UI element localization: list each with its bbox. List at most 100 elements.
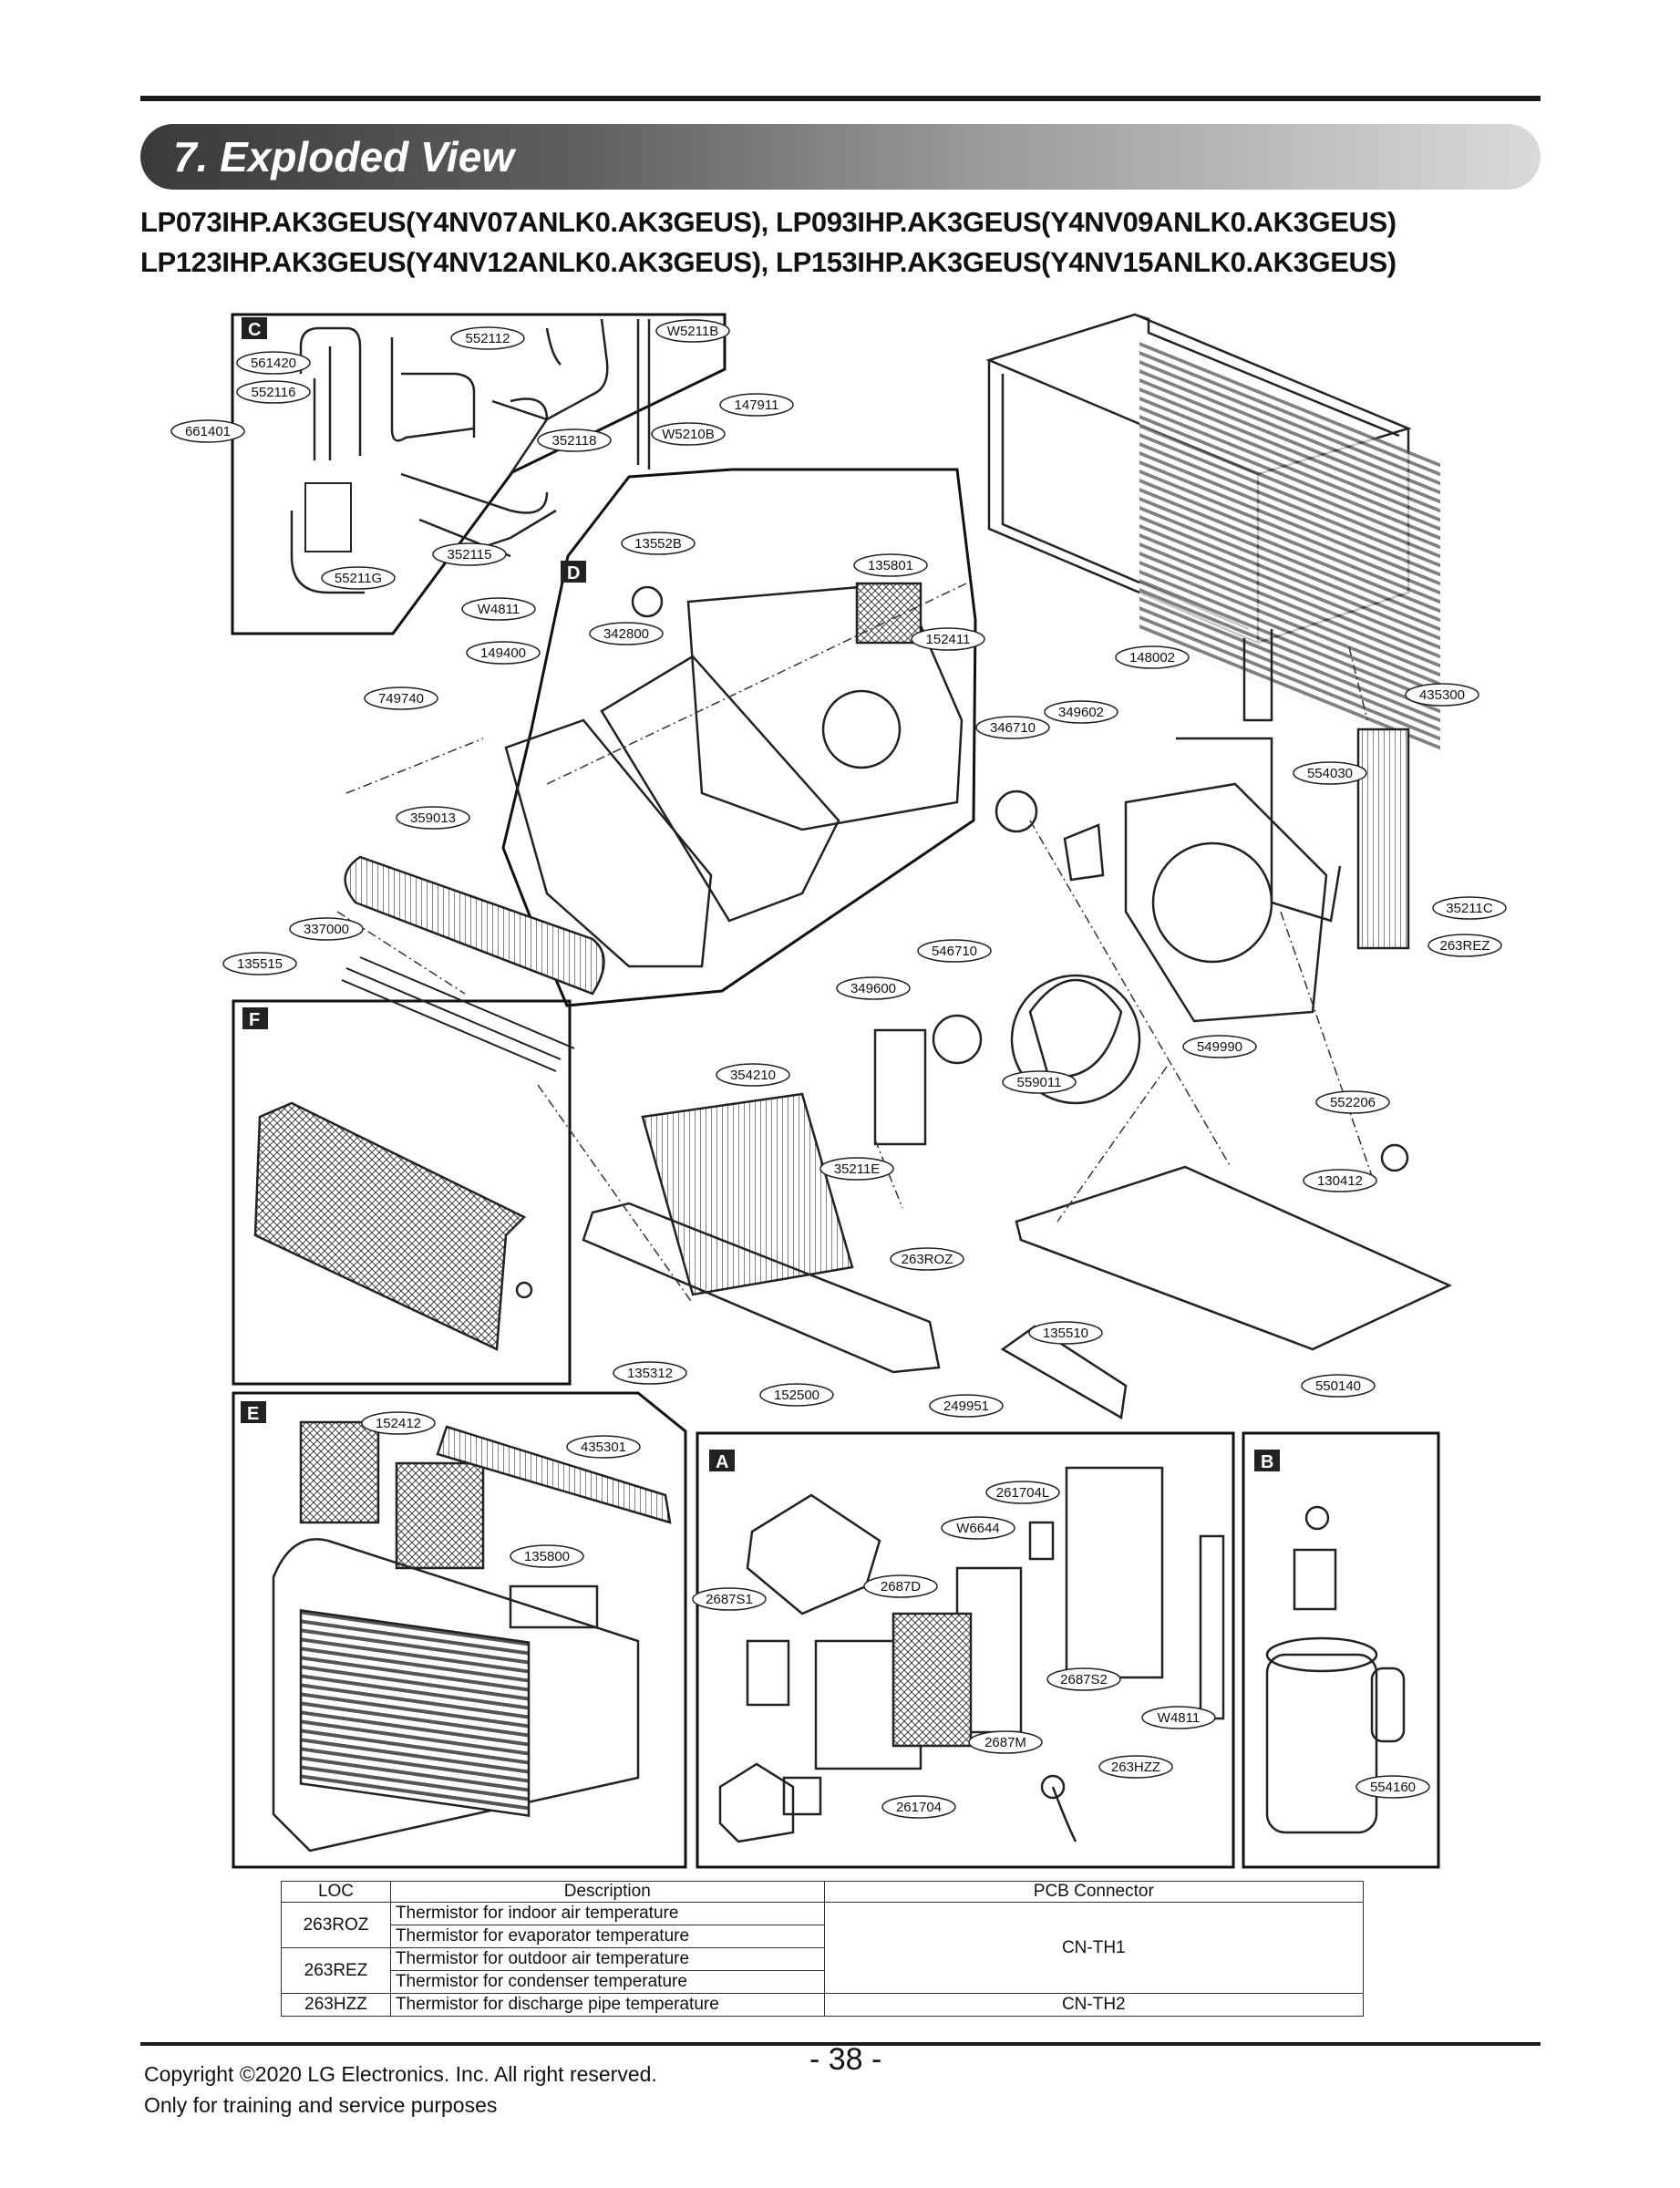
header-loc: LOC bbox=[281, 1881, 391, 1903]
part-number: 554030 bbox=[1307, 766, 1353, 781]
part-number: W6644 bbox=[956, 1521, 1000, 1536]
pcb-cell: CN-TH2 bbox=[823, 1993, 1365, 2017]
part-label-263roz: 263ROZ bbox=[890, 1247, 964, 1271]
part-number: 135515 bbox=[237, 956, 283, 972]
part-label-263hzz: 263HZZ bbox=[1098, 1755, 1173, 1779]
part-label-135515: 135515 bbox=[222, 952, 297, 975]
desc-cell: Thermistor for evaporator temperature bbox=[389, 1925, 825, 1948]
pcb-cell: CN-TH1 bbox=[823, 1902, 1365, 1994]
part-number: 135510 bbox=[1043, 1326, 1088, 1341]
part-label-549990: 549990 bbox=[1182, 1035, 1257, 1058]
part-label-w4811a: W4811 bbox=[461, 597, 536, 621]
part-label-135801: 135801 bbox=[853, 553, 928, 577]
header-description: Description bbox=[389, 1881, 825, 1903]
part-number: 2687S1 bbox=[706, 1592, 753, 1607]
thermistor-location-table: LOC Description PCB Connector 263ROZ The… bbox=[281, 1881, 1365, 2017]
part-number: W4811 bbox=[478, 602, 520, 617]
part-number: 13552B bbox=[634, 536, 682, 552]
part-number: 546710 bbox=[932, 944, 977, 959]
desc-cell: Thermistor for condenser temperature bbox=[389, 1970, 825, 1994]
part-label-359013: 359013 bbox=[396, 806, 470, 830]
part-number: 552206 bbox=[1330, 1095, 1376, 1110]
part-label-559011: 559011 bbox=[1002, 1070, 1077, 1094]
part-label-148002: 148002 bbox=[1115, 645, 1190, 669]
part-label-352118: 352118 bbox=[537, 428, 612, 452]
part-label-135800: 135800 bbox=[510, 1544, 584, 1568]
part-number: 349602 bbox=[1058, 705, 1104, 720]
part-label-261704: 261704 bbox=[881, 1795, 956, 1819]
usage-notice: Only for training and service purposes bbox=[144, 2093, 498, 2117]
tag-e: E bbox=[247, 1404, 259, 1424]
part-label-342800: 342800 bbox=[589, 622, 664, 645]
part-label-135312: 135312 bbox=[613, 1361, 687, 1385]
part-label-554030: 554030 bbox=[1293, 761, 1367, 785]
part-number: 359013 bbox=[410, 810, 456, 826]
part-number: 2687S2 bbox=[1060, 1672, 1108, 1687]
part-label-w4811b: W4811 bbox=[1141, 1706, 1216, 1729]
part-label-w5210b: W5210B bbox=[651, 422, 726, 446]
part-number: 549990 bbox=[1197, 1039, 1242, 1055]
panel-e-border bbox=[232, 1391, 687, 1869]
part-number: 337000 bbox=[304, 922, 349, 937]
part-label-346710: 346710 bbox=[975, 716, 1050, 739]
part-label-552206: 552206 bbox=[1315, 1090, 1390, 1114]
part-number: 135800 bbox=[524, 1549, 570, 1564]
part-number: 55211G bbox=[335, 571, 382, 586]
part-number: 550140 bbox=[1315, 1378, 1361, 1394]
part-label-337000: 337000 bbox=[289, 917, 364, 941]
part-number: 152411 bbox=[926, 632, 971, 647]
section-title: 7. Exploded View bbox=[173, 133, 515, 181]
part-label-w6644: W6644 bbox=[941, 1516, 1015, 1540]
table-row: 263HZZ Thermistor for discharge pipe tem… bbox=[281, 1993, 1365, 2017]
part-number: 261704L bbox=[996, 1485, 1049, 1501]
part-number: W5210B bbox=[662, 427, 715, 442]
page-number: - 38 - bbox=[809, 2042, 882, 2077]
artwork bbox=[253, 313, 1453, 1853]
part-number: 2687D bbox=[881, 1579, 921, 1595]
part-number: 346710 bbox=[990, 720, 1036, 736]
model-list-line-1: LP073IHP.AK3GEUS(Y4NV07ANLK0.AK3GEUS), L… bbox=[140, 206, 1397, 238]
part-number: 435300 bbox=[1419, 687, 1465, 703]
part-number: 352118 bbox=[552, 433, 597, 449]
tag-c: C bbox=[248, 320, 261, 340]
tag-f: F bbox=[249, 1010, 260, 1030]
part-label-550140: 550140 bbox=[1301, 1374, 1376, 1398]
part-number: 147911 bbox=[735, 397, 779, 413]
part-number: W5211B bbox=[667, 324, 718, 339]
part-label-152412: 152412 bbox=[361, 1411, 436, 1435]
tag-b: B bbox=[1261, 1452, 1273, 1472]
tag-d: D bbox=[567, 563, 580, 583]
part-label-152411: 152411 bbox=[911, 627, 985, 651]
part-number: 661401 bbox=[185, 424, 231, 439]
loc-cell: 263HZZ bbox=[281, 1993, 391, 2017]
part-number: 435301 bbox=[581, 1440, 626, 1455]
part-label-554160: 554160 bbox=[1355, 1775, 1430, 1799]
part-number: 35211E bbox=[834, 1161, 881, 1177]
part-label-152500: 152500 bbox=[759, 1383, 834, 1407]
table-row: 263REZ Thermistor for outdoor air temper… bbox=[281, 1947, 1364, 1994]
part-number: 130412 bbox=[1317, 1173, 1363, 1189]
part-number: 135312 bbox=[627, 1366, 673, 1381]
part-number: 261704 bbox=[896, 1800, 942, 1815]
part-number: 148002 bbox=[1129, 650, 1175, 666]
part-label-2687s1: 2687S1 bbox=[692, 1587, 767, 1611]
part-label-w5211b: W5211B bbox=[655, 319, 730, 343]
part-number: 152412 bbox=[376, 1416, 421, 1431]
part-label-435300: 435300 bbox=[1405, 683, 1479, 707]
part-number: 152500 bbox=[774, 1388, 819, 1403]
part-label-661401: 661401 bbox=[170, 419, 245, 443]
part-number: 263HZZ bbox=[1111, 1760, 1160, 1775]
part-number: 559011 bbox=[1017, 1075, 1062, 1090]
copyright-text: Copyright ©2020 LG Electronics. Inc. All… bbox=[144, 2062, 657, 2086]
loc-cell: 263REZ bbox=[281, 1947, 391, 1994]
desc-cell: Thermistor for indoor air temperature bbox=[389, 1902, 825, 1925]
section-tags: C D F E A B bbox=[241, 317, 1280, 1472]
part-label-354210: 354210 bbox=[716, 1063, 790, 1087]
part-number: 2687M bbox=[984, 1735, 1026, 1750]
loc-cell: 263ROZ bbox=[281, 1902, 391, 1948]
desc-cell: Thermistor for outdoor air temperature bbox=[389, 1947, 825, 1971]
part-label-435301: 435301 bbox=[566, 1435, 641, 1459]
part-number: 554160 bbox=[1370, 1780, 1416, 1795]
part-label-147911: 147911 bbox=[719, 393, 794, 417]
part-label-135510: 135510 bbox=[1028, 1321, 1103, 1345]
